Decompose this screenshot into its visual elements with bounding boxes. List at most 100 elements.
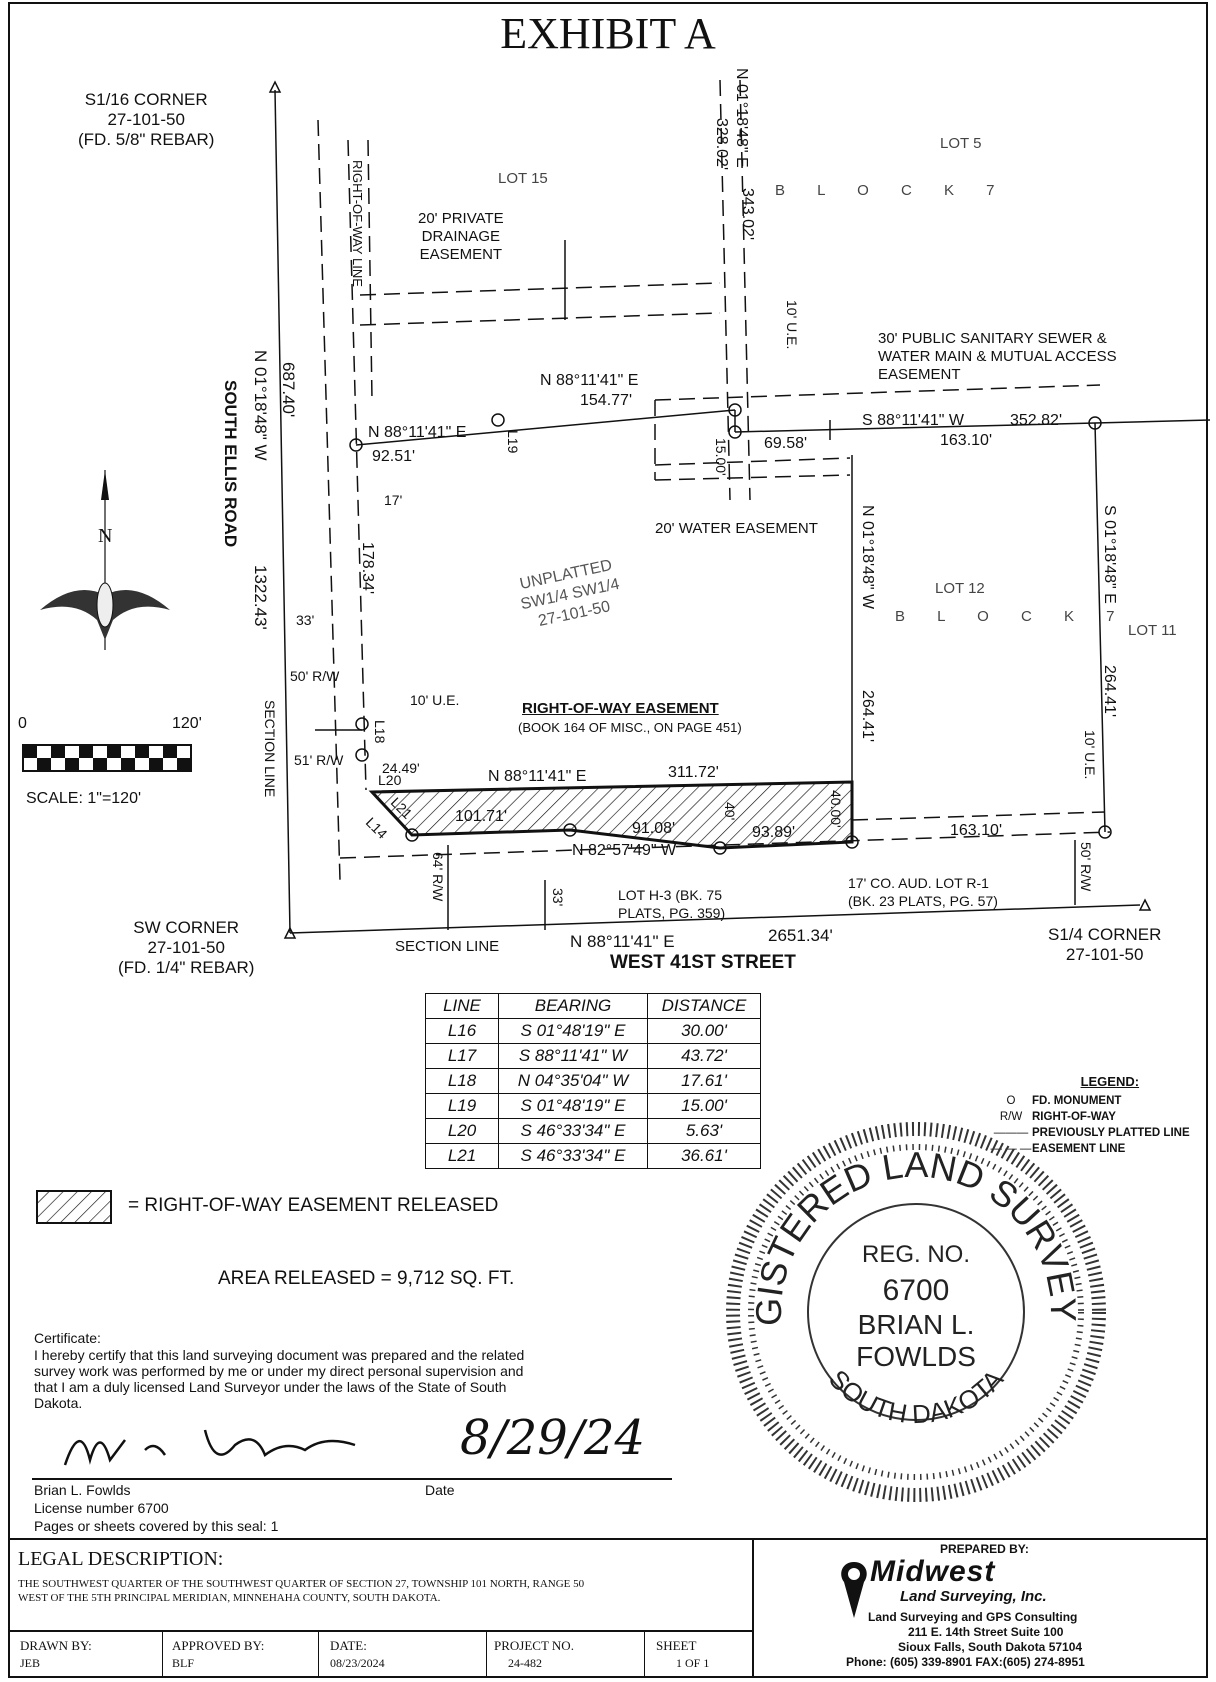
date-field-label: DATE: <box>330 1638 367 1653</box>
dim-text: 51' R/W <box>294 752 344 768</box>
dim-text: L18 <box>372 720 388 744</box>
dim-text: 64' R/W <box>430 852 446 902</box>
dim-text: N 88°11'41" E <box>488 768 587 785</box>
license-number: License number 6700 <box>34 1500 169 1516</box>
row-easement-sub: (BOOK 164 OF MISC., ON PAGE 451) <box>518 720 742 735</box>
signature-line <box>32 1478 672 1480</box>
legend-item: ———PREVIOUSLY PLATTED LINE <box>993 1127 1190 1139</box>
dim-text: 343.02' <box>739 188 756 240</box>
company-line: Land Surveying and GPS Consulting <box>868 1610 1078 1624</box>
table-header: LINE <box>425 993 499 1019</box>
west-row-line <box>317 119 341 881</box>
drawn-by-label: DRAWN BY: <box>20 1638 92 1653</box>
signature <box>63 1429 356 1466</box>
scale-max: 120' <box>172 715 202 732</box>
lot15-label: LOT 15 <box>498 170 548 187</box>
dim-text: 69.58' <box>764 435 808 452</box>
dim-text: 92.51' <box>372 448 416 465</box>
company-line: Phone: (605) 339-8901 FAX:(605) 274-8951 <box>846 1655 1085 1669</box>
sewer-easement-label: 30' PUBLIC SANITARY SEWER &WATER MAIN & … <box>878 330 1117 383</box>
footer-divider <box>752 1538 754 1678</box>
company-line: 211 E. 14th Street Suite 100 <box>908 1625 1064 1639</box>
footer <box>8 1538 1208 1680</box>
dim-text: 311.72' <box>668 764 719 781</box>
pages-covered: Pages or sheets covered by this seal: 1 <box>34 1518 279 1534</box>
approved-by: BLF <box>172 1656 195 1670</box>
legal-heading: LEGAL DESCRIPTION: <box>18 1548 224 1570</box>
hatch-swatch <box>36 1190 112 1224</box>
dim-text: 10' U.E. <box>1082 730 1098 780</box>
svg-text:BRIAN L.: BRIAN L. <box>858 1309 975 1340</box>
dim-text: 10' U.E. <box>410 692 460 708</box>
dim-text: 10' U.E. <box>784 300 800 350</box>
legal-text: THE SOUTHWEST QUARTER OF THE SOUTHWEST Q… <box>18 1578 585 1590</box>
dim-text: 264.41' <box>859 690 876 742</box>
dim-text: 15.00' <box>713 438 729 476</box>
lot12-label: LOT 12 <box>935 580 985 597</box>
surveyor-name: Brian L. Fowlds <box>34 1482 131 1498</box>
released-easement-area <box>368 780 854 850</box>
dim-text: 1322.43' <box>251 565 270 630</box>
scale-zero: 0 <box>18 715 27 732</box>
dim-text: 50' R/W <box>1078 842 1094 892</box>
lot5-label: LOT 5 <box>940 135 982 152</box>
block7-top-label: B L O C K 7 <box>775 182 1009 199</box>
table-header: BEARING <box>498 993 648 1019</box>
scale-bar <box>22 744 192 772</box>
dim-text: 101.71' <box>455 808 507 825</box>
company-line: Sioux Falls, South Dakota 57104 <box>898 1640 1083 1654</box>
sheet-number: 1 OF 1 <box>676 1656 710 1670</box>
cell-divider <box>162 1632 163 1678</box>
page-title: EXHIBIT A <box>500 9 716 58</box>
area-released: AREA RELEASED = 9,712 SQ. FT. <box>218 1268 515 1289</box>
scale-text: SCALE: 1"=120' <box>26 790 142 807</box>
company-logo-icon <box>841 1562 867 1618</box>
hatch-label: = RIGHT-OF-WAY EASEMENT RELEASED <box>128 1195 499 1216</box>
dim-text: L19 <box>505 430 521 454</box>
svg-text:SOUTH DAKOTA: SOUTH DAKOTA <box>823 1363 1009 1429</box>
north-parcel-line <box>355 409 736 446</box>
date-label: Date <box>425 1482 455 1498</box>
dim-text: 24.49' <box>382 760 420 776</box>
dim-text: 264.41' <box>1101 665 1118 717</box>
company-sub: Land Surveying, Inc. <box>900 1588 1047 1605</box>
prepared-by-label: PREPARED BY: <box>940 1542 1029 1556</box>
sheet-label: SHEET <box>656 1638 697 1653</box>
row-easement-title: RIGHT-OF-WAY EASEMENT <box>522 700 719 717</box>
svg-text:6700: 6700 <box>883 1274 950 1307</box>
dim-text: 91.08' <box>632 820 676 837</box>
north-arrow-icon <box>40 470 170 650</box>
project-label: PROJECT NO. <box>494 1638 574 1653</box>
dim-text: 154.77' <box>580 392 632 409</box>
west-section-line <box>274 89 291 934</box>
section-line-vertical-label: SECTION LINE <box>262 700 278 798</box>
cell-divider <box>318 1632 319 1678</box>
page-border <box>8 2 1208 1678</box>
dim-text: 50' R/W <box>290 668 340 684</box>
dim-text: 17' <box>384 492 403 508</box>
certificate-body: I hereby certify that this land surveyin… <box>34 1347 525 1411</box>
co-aud-label: 17' CO. AUD. LOT R-1(BK. 23 PLATS, PG. 5… <box>848 875 998 909</box>
dim-text: S 01°18'48" E <box>1101 505 1118 604</box>
approved-by-label: APPROVED BY: <box>172 1638 265 1653</box>
dim-text: 163.10' <box>950 822 1002 839</box>
dim-text: N 88°11'41" E <box>570 932 675 951</box>
dim-text: 33' <box>550 888 566 907</box>
dim-text: N 01°18'48" W <box>859 505 876 610</box>
dim-text: 328.02' <box>713 118 730 170</box>
date-field: 08/23/2024 <box>330 1656 385 1670</box>
table-header: DISTANCE <box>647 993 761 1019</box>
